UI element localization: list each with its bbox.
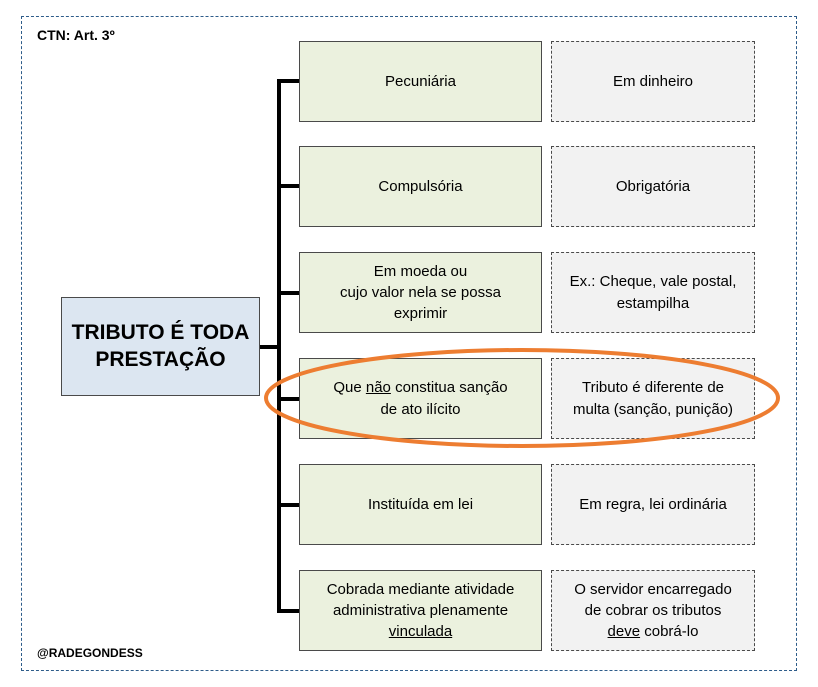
connector-spine [277, 79, 281, 613]
main-concept-box: TRIBUTO É TODA PRESTAÇÃO [61, 297, 260, 396]
description-box-servidor-deve-cobrar: O servidor encarregado de cobrar os trib… [551, 570, 755, 651]
author-credit: @RADEGONDESS [37, 646, 143, 660]
attribute-box-sancao-ato-ilicito: Que não constitua sanção de ato ilícito [299, 358, 542, 439]
description-box-em-dinheiro: Em dinheiro [551, 41, 755, 122]
connector-branch-1 [277, 79, 299, 83]
description-box-lei-ordinaria: Em regra, lei ordinária [551, 464, 755, 545]
attribute-box-atividade-vinculada: Cobrada mediante atividade administrativ… [299, 570, 542, 651]
connector-stem [260, 345, 280, 349]
attribute-box-instituida-em-lei: Instituída em lei [299, 464, 542, 545]
description-box-obrigatoria: Obrigatória [551, 146, 755, 227]
legal-reference: CTN: Art. 3º [37, 27, 115, 43]
attribute-box-compulsoria: Compulsória [299, 146, 542, 227]
connector-branch-2 [277, 184, 299, 188]
main-concept-text: TRIBUTO É TODA PRESTAÇÃO [71, 321, 250, 371]
connector-branch-4 [277, 397, 299, 401]
connector-branch-5 [277, 503, 299, 507]
description-box-diferente-multa: Tributo é diferente de multa (sanção, pu… [551, 358, 755, 439]
description-box-exemplos: Ex.: Cheque, vale postal, estampilha [551, 252, 755, 333]
attribute-box-em-moeda: Em moeda ou cujo valor nela se possa exp… [299, 252, 542, 333]
connector-branch-3 [277, 291, 299, 295]
diagram-frame [21, 16, 797, 671]
attribute-box-pecuniaria: Pecuniária [299, 41, 542, 122]
connector-branch-6 [277, 609, 299, 613]
